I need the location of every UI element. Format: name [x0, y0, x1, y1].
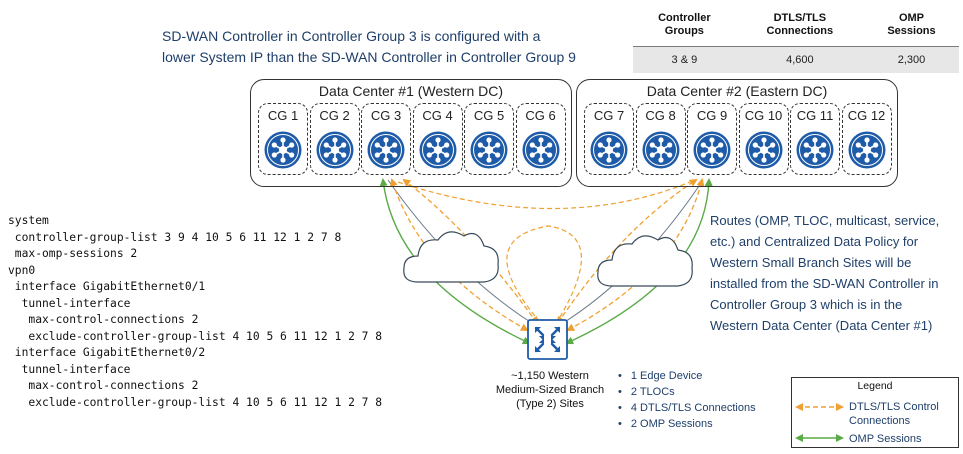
- controller-group-label: CG 3: [370, 108, 402, 123]
- legend-omp-label: OMP Sessions: [849, 433, 922, 445]
- controller-group-cg8: CG 8: [635, 103, 686, 175]
- data-center-east: Data Center #2 (Eastern DC): [576, 79, 898, 187]
- branch-label-line: Medium-Sized Branch: [495, 384, 605, 396]
- caption-line-2: lower System IP than the SD-WAN Controll…: [162, 49, 576, 65]
- caption-line-1: SD-WAN Controller in Controller Group 3 …: [162, 28, 541, 44]
- data-center-west: Data Center #1 (Western DC): [250, 79, 572, 187]
- cloud-icon-internet-1: [403, 231, 499, 283]
- config-line: max-control-connections 2: [8, 379, 199, 392]
- controller-icon: [470, 131, 508, 169]
- stats-cell-connections: 4,600: [735, 46, 864, 73]
- controller-icon: [693, 131, 731, 169]
- controller-icon: [264, 131, 302, 169]
- controller-icon: [745, 131, 782, 169]
- config-line: tunnel-interface: [8, 362, 131, 376]
- diagram-caption: SD-WAN Controller in Controller Group 3 …: [162, 26, 602, 68]
- data-center-title: Data Center #1 (Western DC): [318, 83, 504, 99]
- config-line: exclude-controller-group-list 4 10 5 6 1…: [8, 395, 383, 409]
- controller-group-label: CG 9: [696, 108, 728, 123]
- config-line: vpn0: [8, 263, 36, 277]
- controller-group-label: CG 5: [473, 108, 505, 123]
- controller-group-label: CG 6: [525, 108, 556, 123]
- controller-icon: [522, 131, 559, 169]
- branch-fact: 2 OMP Sessions: [618, 416, 756, 432]
- cli-config-block: system controller-group-list 3 9 4 10 5 …: [8, 213, 382, 411]
- controller-group-label: CG 8: [645, 108, 676, 123]
- controller-icon: [367, 131, 405, 169]
- controller-group-label: CG 10: [744, 108, 783, 123]
- controller-group-label: CG 1: [267, 108, 299, 123]
- config-line: max-control-connections 2: [8, 313, 199, 326]
- config-line: interface GigabitEthernet0/2: [8, 346, 206, 359]
- data-center-title: Data Center #2 (Eastern DC): [646, 83, 828, 99]
- config-line: interface GigabitEthernet0/1: [8, 280, 206, 293]
- legend-dtls-label: DTLS/TLS Control Connections: [849, 401, 939, 427]
- branch-fact: 2 TLOCs: [618, 384, 756, 400]
- branch-label-line: ~1,150 Western: [511, 370, 589, 382]
- branch-fact: 4 DTLS/TLS Connections: [618, 400, 756, 416]
- controller-group-cg9: CG 9: [687, 103, 737, 175]
- controller-group-cg1: CG 1: [258, 103, 308, 175]
- controller-group-cg5: CG 5: [464, 103, 514, 175]
- config-line: exclude-controller-group-list 4 10 5 6 1…: [8, 329, 383, 343]
- stats-row: 3 & 9 4,600 2,300: [633, 46, 959, 73]
- branch-facts-list: 1 Edge Device 2 TLOCs 4 DTLS/TLS Connect…: [618, 368, 756, 432]
- config-line: controller-group-list 3 9 4 10 5 6 11 12…: [8, 230, 342, 244]
- controller-group-label: CG 7: [593, 108, 625, 123]
- controller-group-cg4: CG 4: [412, 103, 463, 175]
- controller-group-cg2: CG 2: [309, 103, 360, 175]
- edge-router-icon: [527, 319, 568, 360]
- config-line: system: [8, 214, 49, 227]
- controller-icon: [796, 131, 834, 169]
- branch-sites-label: ~1,150 Western Medium-Sized Branch (Type…: [480, 369, 620, 411]
- controller-group-label: CG 12: [847, 108, 886, 123]
- controller-group-cg3: CG 3: [361, 103, 411, 175]
- controller-icon: [642, 131, 679, 169]
- config-line: max-omp-sessions 2: [8, 247, 138, 260]
- legend-title: Legend: [857, 380, 893, 392]
- controller-icon: [848, 131, 885, 169]
- branch-label-line: (Type 2) Sites: [516, 398, 584, 410]
- dtls-connection-loop: [506, 225, 582, 323]
- config-line: tunnel-interface: [8, 296, 131, 310]
- controller-icon: [419, 131, 456, 169]
- branch-fact: 1 Edge Device: [618, 368, 756, 384]
- stats-cell-groups: 3 & 9: [633, 46, 736, 73]
- controller-group-cg12: CG 12: [841, 103, 892, 175]
- controller-group-cg10: CG 10: [738, 103, 789, 175]
- controller-icon: [316, 131, 353, 169]
- controller-group-label: CG 11: [796, 108, 834, 123]
- cloud-icon-internet-2: [597, 235, 693, 287]
- routes-note: Routes (OMP, TLOC, multicast, service, e…: [710, 213, 940, 333]
- controller-group-label: CG 2: [319, 108, 350, 123]
- dtls-connection-cross: [397, 181, 691, 210]
- controller-group-cg6: CG 6: [515, 103, 566, 175]
- stats-cell-omp: 2,300: [863, 46, 959, 73]
- controller-group-cg7: CG 7: [584, 103, 634, 175]
- legend-box: Legend DTLS/TLS Control Connections OMP …: [791, 377, 959, 448]
- controller-icon: [590, 131, 628, 169]
- controller-group-label: CG 4: [422, 108, 453, 123]
- controller-group-cg11: CG 11: [790, 103, 840, 175]
